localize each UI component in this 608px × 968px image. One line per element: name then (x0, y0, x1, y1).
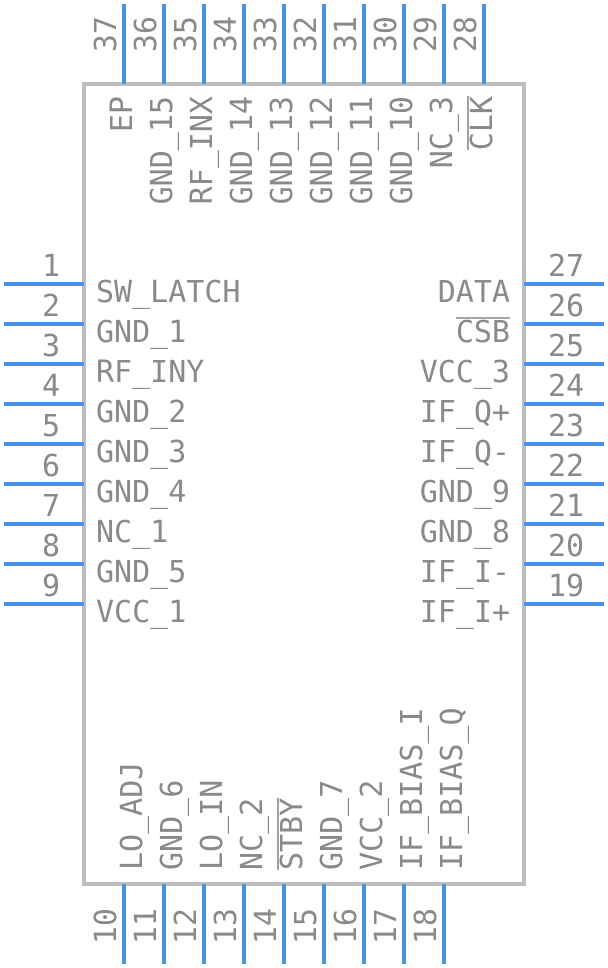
pin-3-label: RF_INY (96, 355, 204, 390)
pin-7-number: 7 (42, 489, 60, 524)
pin-37-number: 37 (89, 16, 124, 52)
pin-19-label: IF_I+ (420, 595, 510, 630)
pin-36-number: 36 (129, 16, 164, 52)
pin-28-number: 28 (449, 16, 484, 52)
pin-19-number: 19 (548, 569, 584, 604)
pin-10-number: 10 (89, 908, 124, 944)
pin-13-label: NC_2 (235, 798, 270, 870)
pin-36-label: GND_15 (145, 96, 180, 204)
pin-26-label: CSB (456, 315, 510, 350)
pin-31-number: 31 (329, 16, 364, 52)
pin-18-label: IF_BIAS_Q (435, 707, 470, 870)
pin-16-label: VCC_2 (355, 780, 390, 870)
pin-9-label: VCC_1 (96, 595, 186, 630)
pin-4-number: 4 (42, 369, 60, 404)
pin-23-label: IF_Q- (420, 435, 510, 470)
pin-30-label: GND_10 (385, 96, 420, 204)
pin-20-number: 20 (548, 529, 584, 564)
pin-6-number: 6 (42, 449, 60, 484)
labels-group: 1SW_LATCH2GND_13RF_INY4GND_25GND_36GND_4… (42, 16, 584, 944)
pin-15-number: 15 (289, 908, 324, 944)
pin-24-label: IF_Q+ (420, 395, 510, 430)
pin-35-label: RF_INX (185, 96, 220, 204)
pin-10-label: LO_ADJ (115, 762, 150, 870)
pin-25-number: 25 (548, 329, 584, 364)
pin-26-number: 26 (548, 289, 584, 324)
pin-37-label: EP (105, 96, 140, 132)
pin-6-label: GND_4 (96, 475, 186, 510)
pin-21-number: 21 (548, 489, 584, 524)
pin-25-label: VCC_3 (420, 355, 510, 390)
pin-28-label: CLK (465, 96, 500, 150)
pin-1-number: 1 (42, 249, 60, 284)
pin-32-label: GND_12 (305, 96, 340, 204)
pin-29-label: NC_3 (425, 96, 460, 168)
pin-21-label: GND_8 (420, 515, 510, 550)
pin-22-label: GND_9 (420, 475, 510, 510)
pin-29-number: 29 (409, 16, 444, 52)
pin-31-label: GND_11 (345, 96, 380, 204)
pin-12-number: 12 (169, 908, 204, 944)
pin-8-number: 8 (42, 529, 60, 564)
pin-4-label: GND_2 (96, 395, 186, 430)
pin-9-number: 9 (42, 569, 60, 604)
pin-33-number: 33 (249, 16, 284, 52)
pin-34-label: GND_14 (225, 96, 260, 204)
pin-7-label: NC_1 (96, 515, 168, 550)
pin-2-number: 2 (42, 289, 60, 324)
pin-32-number: 32 (289, 16, 324, 52)
pin-11-label: GND_6 (155, 780, 190, 870)
pin-35-number: 35 (169, 16, 204, 52)
pin-22-number: 22 (548, 449, 584, 484)
pin-27-label: DATA (438, 275, 510, 310)
pin-17-number: 17 (369, 908, 404, 944)
pin-3-number: 3 (42, 329, 60, 364)
pin-14-number: 14 (249, 908, 284, 944)
pins-group (4, 4, 604, 964)
pin-14-label: STBY (275, 798, 310, 870)
pin-5-label: GND_3 (96, 435, 186, 470)
pin-17-label: IF_BIAS_I (395, 707, 430, 870)
pin-24-number: 24 (548, 369, 584, 404)
pin-15-label: GND_7 (315, 780, 350, 870)
pin-5-number: 5 (42, 409, 60, 444)
pin-8-label: GND_5 (96, 555, 186, 590)
pin-30-number: 30 (369, 16, 404, 52)
pin-27-number: 27 (548, 249, 584, 284)
pin-2-label: GND_1 (96, 315, 186, 350)
pin-23-number: 23 (548, 409, 584, 444)
pin-12-label: LO_IN (195, 780, 230, 870)
pin-33-label: GND_13 (265, 96, 300, 204)
pin-34-number: 34 (209, 16, 244, 52)
pin-11-number: 11 (129, 908, 164, 944)
pin-13-number: 13 (209, 908, 244, 944)
pin-18-number: 18 (409, 908, 444, 944)
pin-1-label: SW_LATCH (96, 275, 241, 310)
pin-20-label: IF_I- (420, 555, 510, 590)
ic-body (82, 82, 526, 886)
pin-16-number: 16 (329, 908, 364, 944)
